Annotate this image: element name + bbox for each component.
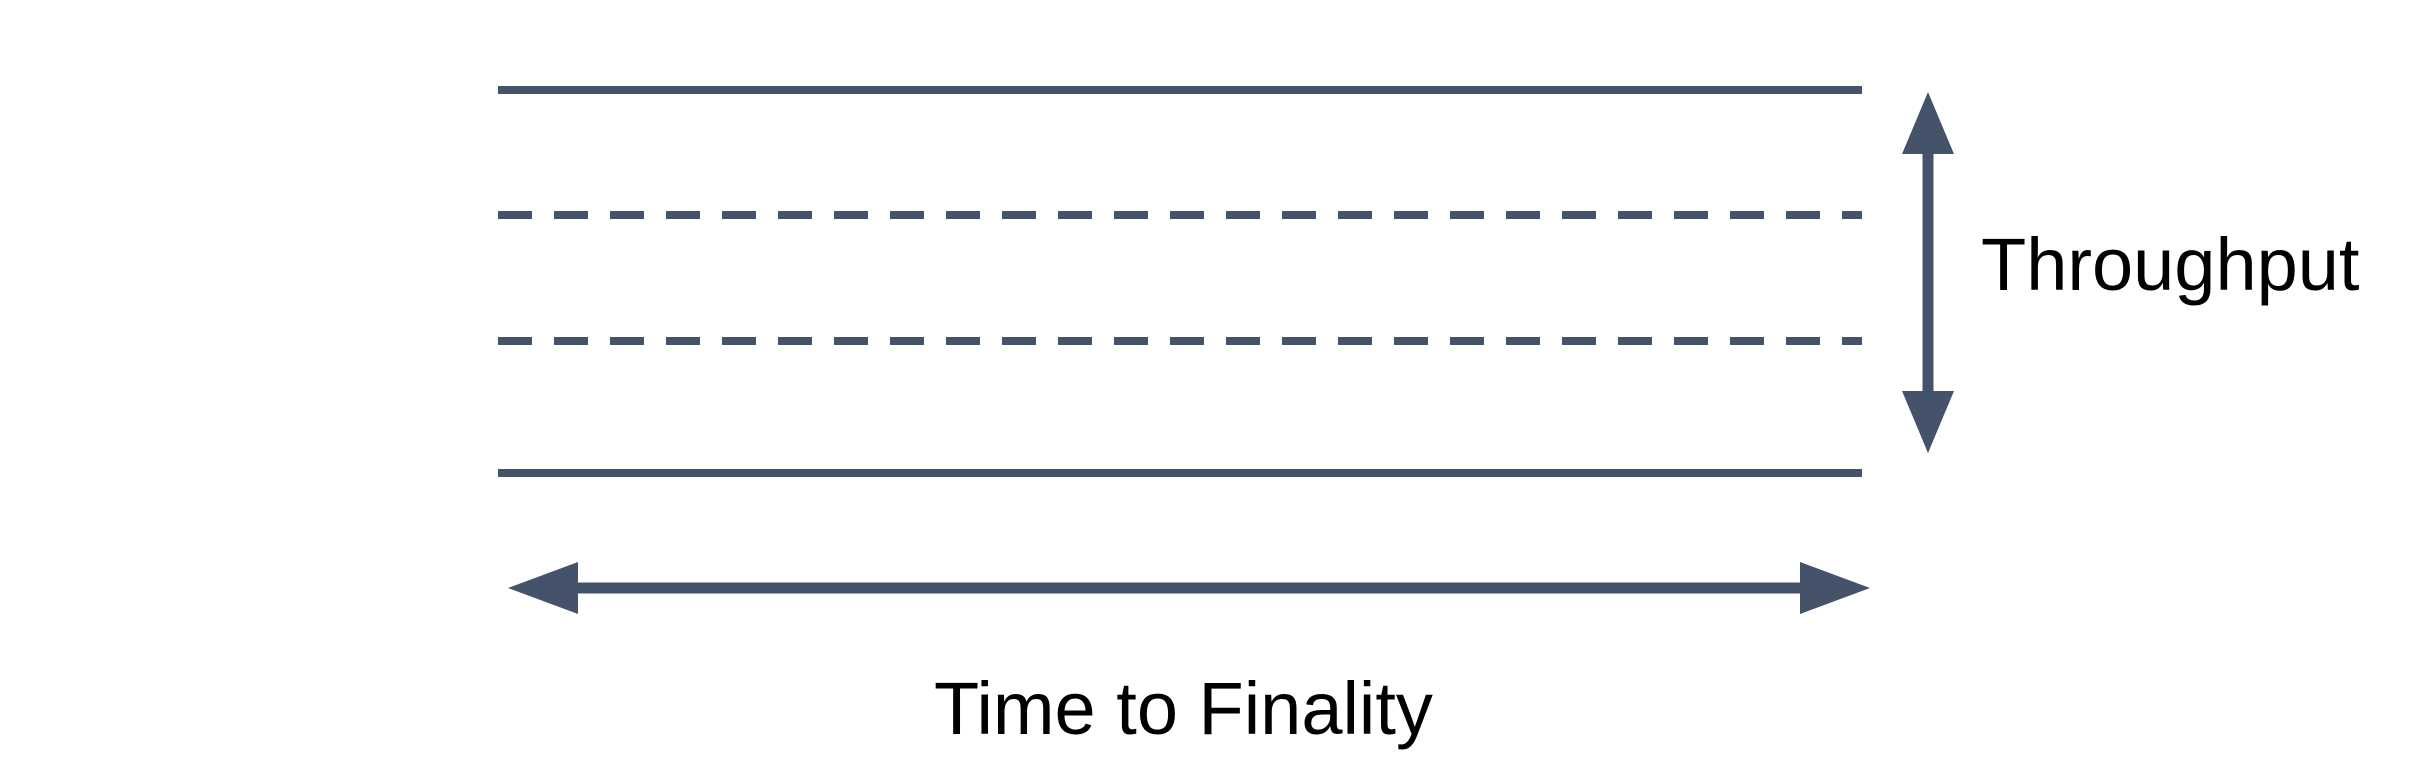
throughput-arrow [1902, 92, 1954, 453]
time-to-finality-arrow-head-right [1800, 562, 1870, 614]
throughput-arrow-head-up [1902, 92, 1954, 154]
time-to-finality-arrow-shaft [578, 582, 1800, 594]
lane-lines-group [498, 86, 1862, 477]
time-to-finality-arrow-head-left [508, 562, 578, 614]
throughput-axis-label: Throughput [1981, 223, 2360, 306]
throughput-arrow-shaft [1922, 154, 1934, 391]
time-to-finality-axis-label: Time to Finality [934, 667, 1433, 750]
throughput-arrow-head-down [1902, 391, 1954, 453]
time-to-finality-arrow [508, 562, 1870, 614]
